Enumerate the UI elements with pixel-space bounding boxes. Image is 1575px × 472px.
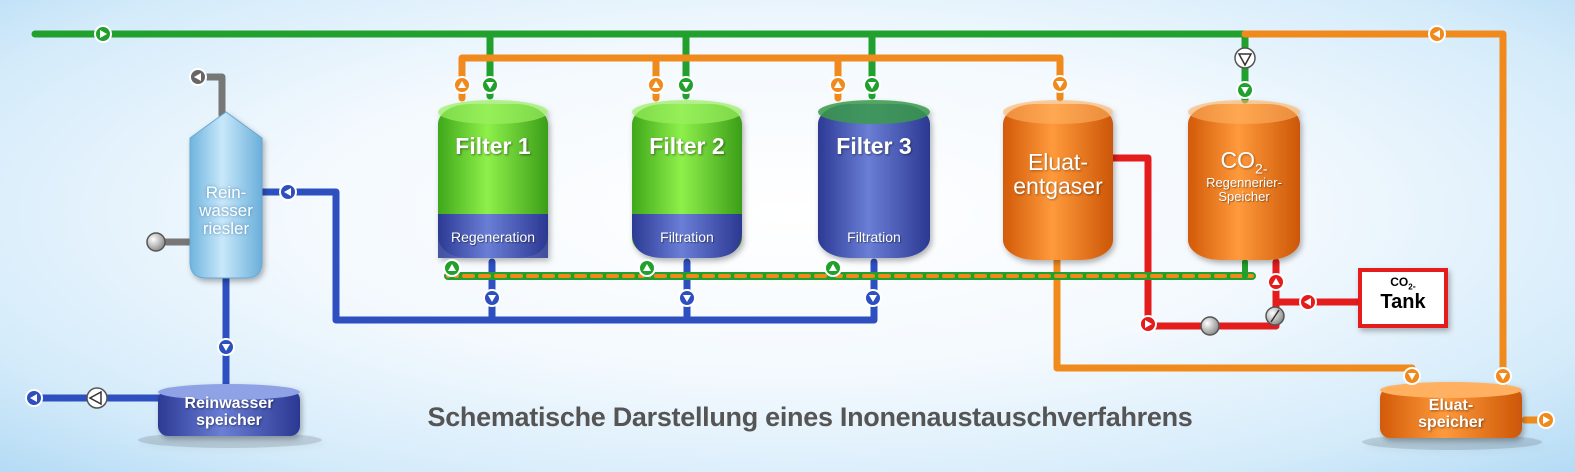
- filter-3-mode: Filtration: [818, 230, 930, 245]
- flow-arrow-icon: [217, 338, 235, 356]
- co2-speicher-formula: CO2-: [1221, 148, 1268, 176]
- reinwasser-riesler-line2: wasser: [199, 200, 253, 220]
- flow-arrow-icons: [25, 25, 1555, 429]
- filter-1-title: Filter 1: [455, 133, 531, 159]
- co2-tank-box: [1358, 268, 1448, 328]
- flow-arrow-icon: [1051, 75, 1069, 93]
- pump-icon: [146, 232, 166, 252]
- flow-arrow-icon: [481, 76, 499, 94]
- co2-tank-line2: Tank: [1380, 290, 1426, 313]
- co2-speicher-sub: 2: [1255, 160, 1263, 177]
- filter-3-label: Filter 3: [818, 134, 930, 158]
- filter-3-mode-text: Filtration: [847, 229, 901, 245]
- co2-tank-formula: CO2-: [1390, 276, 1415, 292]
- flow-arrow-icon: [1267, 273, 1285, 291]
- flow-arrow-icon: [647, 76, 665, 94]
- reinwasser-riesler-line1: Rein-: [205, 183, 247, 202]
- flow-arrow-icon: [863, 76, 881, 94]
- reinwasser-riesler-line3: riesler: [202, 218, 250, 238]
- eluat-entgaser-line1: Eluat-: [1027, 149, 1089, 175]
- eluat-speicher-tank: [1362, 382, 1542, 450]
- eluat-entgaser-vessel: [1003, 100, 1113, 260]
- reinwasser-speicher-line2: speicher: [196, 411, 262, 429]
- flow-arrow-icon: [1236, 81, 1254, 99]
- filter-3-vessel: [818, 100, 930, 258]
- flow-arrow-icon: [1299, 293, 1317, 311]
- co2-tank-dash: -: [1412, 281, 1416, 292]
- co2-speicher-line2: Regennerier-: [1206, 175, 1282, 191]
- co2-speicher-vessel: [1188, 100, 1300, 260]
- flow-arrow-icon: [824, 259, 842, 277]
- filter-1-label: Filter 1: [438, 134, 548, 158]
- eluat-entgaser-line2: entgaser: [1013, 173, 1103, 200]
- filter-2-mode: Filtration: [632, 230, 742, 245]
- flow-arrow-icon: [678, 289, 696, 307]
- co2-tank-label: CO2- Tank: [1362, 276, 1444, 313]
- filter-1-mode: Regeneration: [438, 230, 548, 245]
- flow-arrow-icon: [279, 183, 297, 201]
- filter-2-label: Filter 2: [632, 134, 742, 158]
- filter-2-title: Filter 2: [649, 133, 725, 159]
- reinwasser-speicher-line1: Reinwasser: [184, 395, 274, 412]
- eluat-speicher-label: Eluat- speicher: [1380, 397, 1522, 432]
- pump-icon: [86, 387, 108, 409]
- co2-tank-co: CO: [1390, 275, 1409, 289]
- pump-icon: [1234, 47, 1256, 69]
- flow-arrow-icon: [25, 389, 43, 407]
- reinwasser-speicher-tank: [138, 384, 322, 448]
- flow-arrow-icon: [864, 289, 882, 307]
- flow-arrow-icon: [189, 68, 207, 86]
- co2-speicher-line3: Speicher: [1218, 188, 1270, 204]
- filter-2-vessel: [632, 100, 742, 258]
- flow-arrow-icon: [483, 289, 501, 307]
- diagram-caption: Schematische Darstellung eines Inonenaus…: [427, 402, 1193, 432]
- eluat-speicher-line1: Eluat-: [1428, 397, 1474, 414]
- filter-3-title: Filter 3: [836, 133, 912, 159]
- co2-speicher-dash: -: [1262, 160, 1268, 177]
- braided-pipeline: [444, 259, 1256, 280]
- filter-1-vessel: [438, 100, 548, 258]
- pump-icons: [86, 47, 1256, 409]
- filter-1-mode-text: Regeneration: [450, 229, 536, 245]
- reinwasser-riesler-label: Rein- wasser riesler: [190, 184, 262, 238]
- flow-arrow-icon: [638, 259, 656, 277]
- eluat-speicher-line2: speicher: [1418, 413, 1484, 431]
- co2-tank-sub: 2: [1408, 282, 1413, 292]
- flow-arrow-icon: [453, 76, 471, 94]
- flow-arrow-icon: [94, 25, 112, 43]
- pump-icon: [1200, 316, 1220, 336]
- flow-arrow-icon: [1537, 411, 1555, 429]
- co2-speicher-label: CO2- Regennerier- Speicher: [1188, 148, 1300, 204]
- flow-arrow-icon: [1139, 315, 1157, 333]
- co2-speicher-co: CO: [1220, 147, 1256, 173]
- reinwasser-riesler-tower: [189, 111, 263, 279]
- valve-icon: [1265, 306, 1285, 326]
- flow-arrow-icon: [443, 259, 461, 277]
- eluat-entgaser-label: Eluat- entgaser: [1003, 150, 1113, 198]
- reinwasser-speicher-label: Reinwasser speicher: [158, 395, 300, 430]
- flow-arrow-icon: [1494, 367, 1512, 385]
- flow-arrow-icon: [1403, 367, 1421, 385]
- filter-2-mode-text: Filtration: [660, 229, 714, 245]
- flow-arrow-icon: [829, 76, 847, 94]
- flow-arrow-icon: [1428, 25, 1446, 43]
- flow-arrow-icon: [677, 76, 695, 94]
